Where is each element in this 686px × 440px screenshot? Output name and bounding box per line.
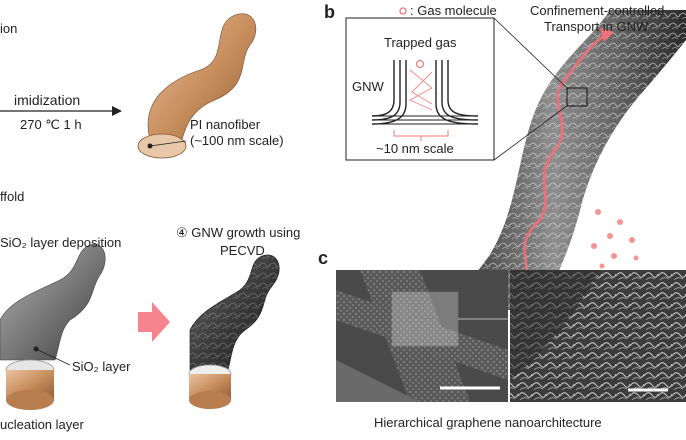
imidization-label: imidization [14,92,81,108]
temperature-time-label: 270 ℃ 1 h [20,117,82,132]
gnw-growth-label-line2: PECVD [220,243,265,258]
trapped-gas-molecule [415,59,425,69]
inset-scale-label: ~10 nm scale [376,141,454,156]
sem-image-left [336,270,508,402]
panel-b-letter: b [324,2,335,22]
zoom-box [566,87,588,107]
gas-molecule-legend-icon [399,7,407,15]
sem-image-right [510,270,686,402]
zoom-line-top [493,17,569,90]
gas-molecules-cloud [591,209,639,269]
gas-molecule-legend-label: : Gas molecule [410,3,497,18]
sio2-layer-label: SiO₂ layer [72,359,131,374]
gnw-tube-illustration [445,10,686,310]
transport-path [518,33,606,301]
gnw-inset-label: GNW [352,79,384,94]
zoom-line-bottom [493,104,569,161]
trapped-gas-paths [408,69,433,111]
gnw-coated-fiber-illustration [188,254,280,409]
gnw-growth-label-line1: ④ GNW growth using [176,225,301,240]
gnw-wall-lines [371,60,479,125]
panel-c-letter: c [318,248,329,268]
scaffold-label: ffold [0,189,25,204]
nanofiber-leader-line [149,140,187,147]
pi-nanofiber-label: PI nanofiber [190,117,261,132]
pi-nanofiber-illustration [137,13,257,159]
sio2-deposition-label: SiO₂ layer deposition [0,235,122,250]
step-transition-arrow [138,302,170,342]
sio2-coated-fiber-illustration [0,243,106,410]
imidization-arrow-head [112,106,122,116]
nucleation-layer-label: ucleation layer [0,417,84,432]
confinement-title-line1: Confinement-controlled [530,3,665,18]
trapped-gas-label: Trapped gas [384,35,457,50]
confinement-title-line2: Transport in GNW [544,19,649,34]
sem-zoom-region [391,291,459,347]
step-label-top: ion [0,21,18,36]
hierarchical-caption: Hierarchical graphene nanoarchitecture [374,415,602,430]
transport-arrow-head [600,28,614,42]
pi-nanofiber-scale-label: (~100 nm scale) [190,133,284,148]
sio2-leader-line [35,348,71,366]
